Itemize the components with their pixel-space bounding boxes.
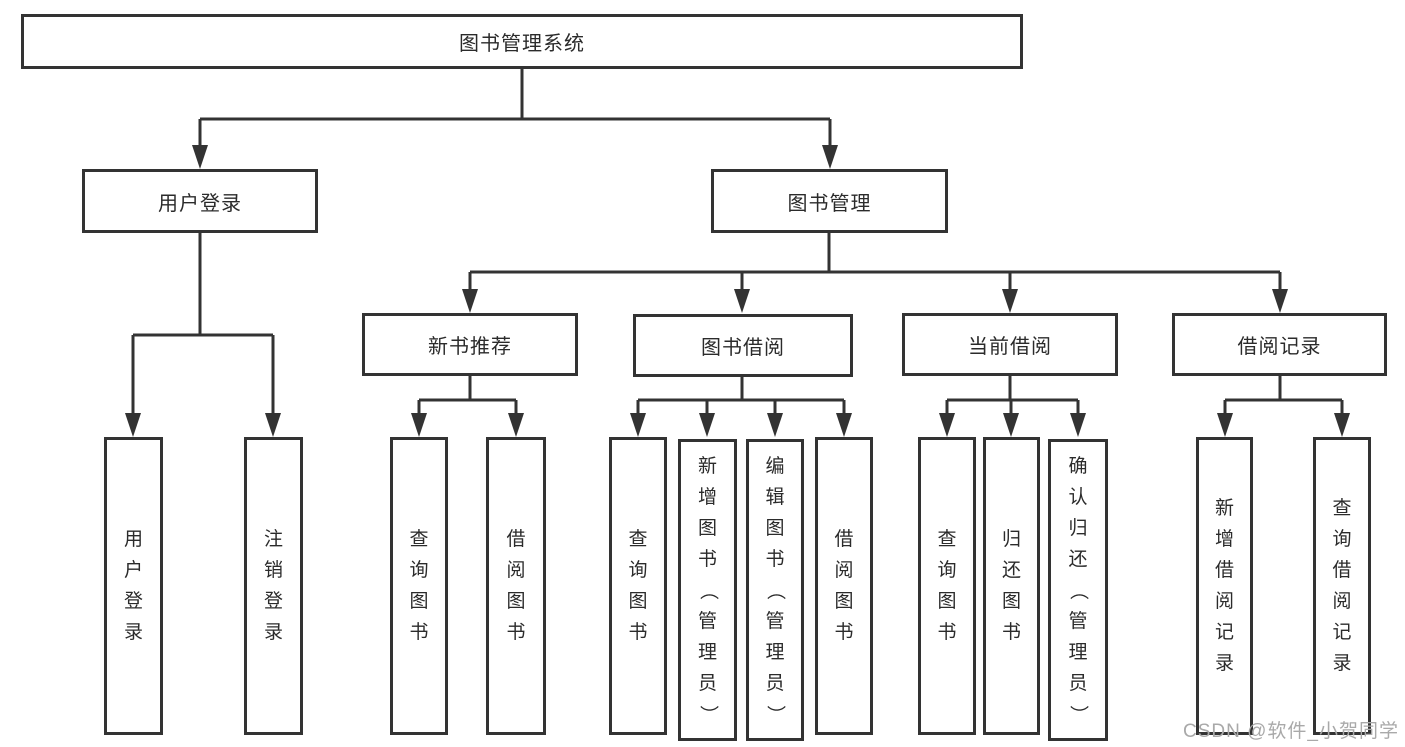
node-user-login: 用户登录	[82, 169, 318, 233]
leaf-recommend-query-books: 查询图书	[390, 437, 448, 735]
leaf-current-confirm-return-admin-label: 确认归还（管理员）	[1067, 455, 1089, 724]
leaf-current-return-books: 归还图书	[983, 437, 1040, 735]
leaf-borrow-query-books-label: 查询图书	[628, 529, 648, 643]
leaf-current-query-books: 查询图书	[918, 437, 976, 735]
leaf-borrow-add-books-admin: 新增图书（管理员）	[678, 439, 737, 741]
leaf-recommend-query-books-label: 查询图书	[409, 529, 429, 643]
node-book-management-label: 图书管理	[787, 192, 872, 215]
node-root-label: 图书管理系统	[459, 33, 585, 55]
leaf-borrow-borrow-books: 借阅图书	[815, 437, 873, 735]
leaf-borrow-query-books: 查询图书	[609, 437, 667, 735]
leaf-borrow-edit-books-admin-label: 编辑图书（管理员）	[764, 455, 786, 724]
node-new-book-recommend: 新书推荐	[362, 313, 578, 376]
leaf-records-add-label: 新增借阅记录	[1214, 498, 1234, 674]
node-current-borrow: 当前借阅	[902, 313, 1118, 376]
node-root: 图书管理系统	[21, 14, 1023, 69]
node-borrow-records-label: 借阅记录	[1237, 336, 1322, 358]
leaf-current-query-books-label: 查询图书	[937, 529, 957, 643]
leaf-records-add: 新增借阅记录	[1196, 437, 1253, 735]
leaf-logout: 注销登录	[244, 437, 303, 735]
node-new-book-recommend-label: 新书推荐	[428, 336, 512, 358]
leaf-current-return-books-label: 归还图书	[1001, 529, 1021, 643]
leaf-recommend-borrow-books: 借阅图书	[486, 437, 546, 735]
leaf-borrow-add-books-admin-label: 新增图书（管理员）	[697, 455, 718, 724]
leaf-current-confirm-return-admin: 确认归还（管理员）	[1048, 439, 1108, 741]
leaf-user-login: 用户登录	[104, 437, 163, 735]
node-book-borrow: 图书借阅	[633, 314, 853, 377]
leaf-records-query: 查询借阅记录	[1313, 437, 1371, 735]
leaf-logout-label: 注销登录	[263, 529, 283, 643]
csdn-watermark: CSDN @软件_小贺同学	[1183, 721, 1399, 742]
leaf-recommend-borrow-books-label: 借阅图书	[506, 529, 526, 643]
leaf-borrow-edit-books-admin: 编辑图书（管理员）	[746, 439, 804, 741]
leaf-borrow-borrow-books-label: 借阅图书	[834, 529, 854, 643]
node-user-login-label: 用户登录	[158, 192, 242, 215]
node-book-borrow-label: 图书借阅	[701, 337, 785, 359]
leaf-records-query-label: 查询借阅记录	[1332, 498, 1352, 674]
node-book-management: 图书管理	[711, 169, 948, 233]
node-borrow-records: 借阅记录	[1172, 313, 1387, 376]
node-current-borrow-label: 当前借阅	[968, 336, 1052, 358]
leaf-user-login-label: 用户登录	[123, 529, 143, 643]
